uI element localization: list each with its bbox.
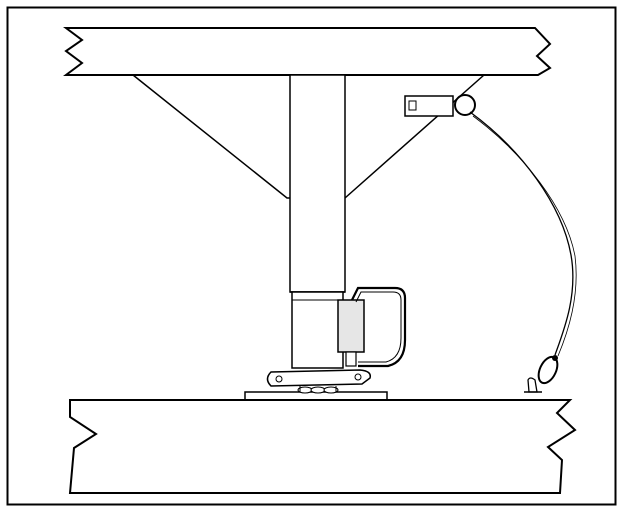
jack-handle-icon: [337, 286, 407, 368]
left-gusset-icon: [132, 74, 290, 199]
right-gusset-icon: [344, 74, 485, 199]
safety-cable-icon: [472, 115, 577, 357]
safety-cable-icon: [469, 111, 574, 356]
floor-anchor-icon: [524, 355, 559, 393]
tether-tag-icon: [404, 94, 476, 117]
frame-border-icon: [6, 6, 617, 506]
base-plate-icon: [244, 369, 388, 401]
vertical-post-icon: [289, 74, 346, 369]
upper-beam-icon: [63, 27, 552, 76]
lower-beam-icon: [68, 399, 577, 494]
